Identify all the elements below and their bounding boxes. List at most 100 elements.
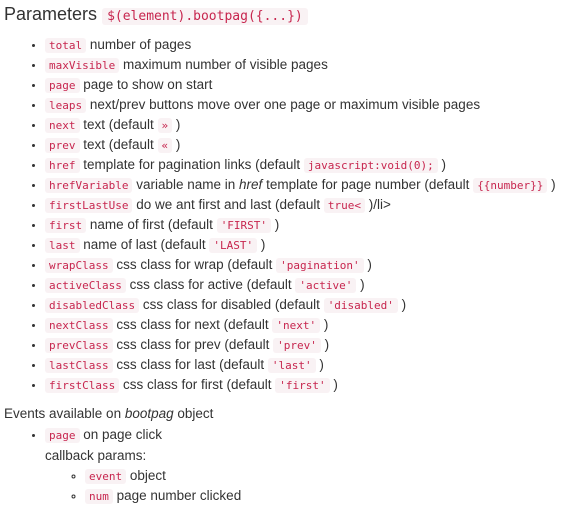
parameter-code: activeClass (45, 278, 126, 293)
parameters-heading: Parameters $(element).bootpag({...}) (4, 3, 308, 28)
parameter-item: firstLastUse do we ant first and last (d… (45, 195, 585, 215)
parameter-item: activeClass css class for active (defaul… (45, 275, 585, 295)
parameter-code: next (45, 118, 80, 133)
parameter-item: lastClass css class for last (default 'l… (45, 355, 585, 375)
callback-param-description: object (126, 468, 166, 483)
parameters-list: total number of pagesmaxVisible maximum … (0, 35, 585, 395)
parameter-code: href (45, 158, 80, 173)
parameter-text: template for pagination links (default (79, 157, 304, 172)
parameter-code: prevClass (45, 338, 113, 353)
parameter-item: hrefVariable variable name in href templ… (45, 175, 585, 195)
parameter-text: ) (356, 277, 365, 292)
parameter-item: page page to show on start (45, 75, 585, 95)
parameter-text: ) (257, 237, 266, 252)
parameter-item: next text (default » ) (45, 115, 585, 135)
parameter-text: css class for prev (default (112, 337, 274, 352)
parameter-code: firstClass (45, 378, 120, 393)
parameter-text: name of first (default (86, 217, 217, 232)
parameter-code: « (157, 138, 173, 153)
parameter-text: name of last (default (79, 237, 210, 252)
parameter-item: leaps next/prev buttons move over one pa… (45, 95, 585, 115)
events-intro-before: Events available on (4, 406, 125, 421)
callback-param-code: event (85, 469, 127, 484)
callback-params-label: callback params: (45, 448, 147, 463)
parameter-code: wrapClass (45, 258, 113, 273)
parameter-text: ) (437, 157, 446, 172)
parameter-text: maximum number of visible pages (119, 57, 328, 72)
callback-params-list: event object num page number clicked (45, 466, 241, 506)
parameter-text: css class for disabled (default (139, 297, 324, 312)
parameter-code: 'pagination' (276, 258, 364, 273)
callback-param-item: event object (85, 466, 241, 486)
heading-code: $(element).bootpag({...}) (102, 8, 308, 25)
parameter-code: nextClass (45, 318, 113, 333)
parameter-text: template for page number (default (262, 177, 474, 192)
parameter-text: ) (329, 377, 338, 392)
parameter-code: » (157, 118, 173, 133)
parameter-code: 'active' (295, 278, 357, 293)
parameter-code: maxVisible (45, 58, 120, 73)
parameter-code: page (45, 78, 80, 93)
parameter-text: ) (271, 217, 280, 232)
parameter-code: true< (323, 198, 365, 213)
parameter-text: next/prev buttons move over one page or … (86, 97, 481, 112)
parameter-code: 'LAST' (209, 238, 258, 253)
parameter-text: ) (320, 337, 330, 352)
parameter-code: javascript:void(0); (303, 158, 438, 173)
events-intro-object: bootpag (124, 406, 174, 421)
parameter-code: 'disabled' (323, 298, 398, 313)
parameter-text: text (default (79, 117, 158, 132)
parameter-code: lastClass (45, 358, 113, 373)
parameter-code: firstLastUse (45, 198, 133, 213)
heading-text: Parameters (4, 4, 98, 24)
callback-param-description: page number clicked (112, 488, 242, 503)
parameter-code: {{number}} (473, 178, 548, 193)
parameter-code: 'prev' (273, 338, 321, 353)
callback-param-code: num (85, 489, 113, 504)
parameter-text: ) (320, 317, 329, 332)
parameter-text: css class for next (default (112, 317, 273, 332)
parameter-code: 'first' (275, 378, 330, 393)
parameter-item: disabledClass css class for disabled (de… (45, 295, 585, 315)
parameter-item: firstClass css class for first (default … (45, 375, 585, 395)
parameter-code: 'FIRST' (216, 218, 272, 233)
parameter-text: )/li> (364, 197, 391, 212)
parameter-text: ) (397, 297, 407, 312)
event-item-page: page on page click callback params: even… (45, 425, 241, 506)
parameter-text: ) (315, 357, 324, 372)
parameter-text: css class for active (default (125, 277, 296, 292)
events-intro: Events available on bootpag object (4, 404, 213, 424)
parameter-code: prev (45, 138, 80, 153)
parameter-code: hrefVariable (45, 178, 133, 193)
callback-param-item: num page number clicked (85, 486, 241, 506)
parameter-item: href template for pagination links (defa… (45, 155, 585, 175)
parameter-text: do we ant first and last (default (132, 197, 324, 212)
parameter-code: total (45, 38, 87, 53)
parameter-code: leaps (45, 98, 87, 113)
parameter-text: css class for first (default (119, 377, 276, 392)
parameter-text: number of pages (86, 37, 192, 52)
parameter-text: page to show on start (79, 77, 213, 92)
parameter-text: ) (547, 177, 556, 192)
parameter-text: ) (172, 117, 181, 132)
parameter-text: variable name in (132, 177, 240, 192)
parameter-item: prev text (default « ) (45, 135, 585, 155)
parameter-text: css class for last (default (112, 357, 268, 372)
parameter-emphasis: href (239, 177, 263, 192)
parameter-text: ) (172, 137, 181, 152)
parameter-item: nextClass css class for next (default 'n… (45, 315, 585, 335)
parameter-text: ) (363, 257, 372, 272)
parameter-item: prevClass css class for prev (default 'p… (45, 335, 585, 355)
parameter-text: text (default (79, 137, 158, 152)
parameter-code: 'last' (267, 358, 316, 373)
parameter-code: last (45, 238, 80, 253)
event-description: on page click (79, 427, 163, 442)
parameter-item: maxVisible maximum number of visible pag… (45, 55, 585, 75)
parameter-item: first name of first (default 'FIRST' ) (45, 215, 585, 235)
parameter-code: 'next' (272, 318, 321, 333)
parameter-item: total number of pages (45, 35, 585, 55)
parameter-code: disabledClass (45, 298, 140, 313)
parameter-code: first (45, 218, 87, 233)
parameter-item: wrapClass css class for wrap (default 'p… (45, 255, 585, 275)
